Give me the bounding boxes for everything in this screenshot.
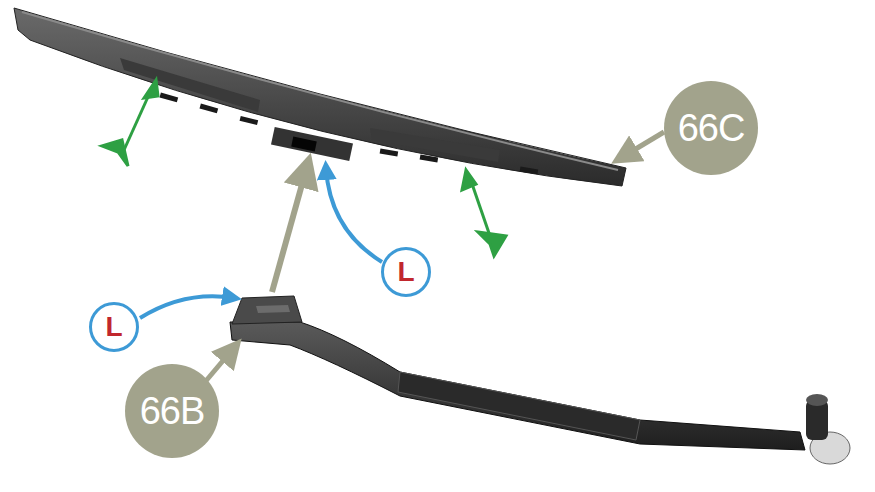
locator-arrow	[140, 296, 234, 318]
locator-mark: L	[89, 302, 139, 352]
callout-text: 66C	[678, 107, 745, 150]
callout-text: L	[105, 311, 122, 343]
locator-mark: L	[381, 247, 431, 297]
assembly-arrow	[272, 170, 306, 292]
wiper-blade	[14, 8, 626, 186]
leader-arrow	[624, 132, 664, 156]
callout-number: 66B	[125, 364, 219, 458]
callout-text: 66B	[140, 390, 205, 433]
clip-arrow	[102, 80, 506, 256]
leader-arrow	[205, 350, 232, 382]
locator-arrow	[326, 168, 382, 262]
wiper-arm	[230, 296, 850, 464]
callout-text: L	[397, 256, 414, 288]
callout-number: 66C	[664, 81, 758, 175]
